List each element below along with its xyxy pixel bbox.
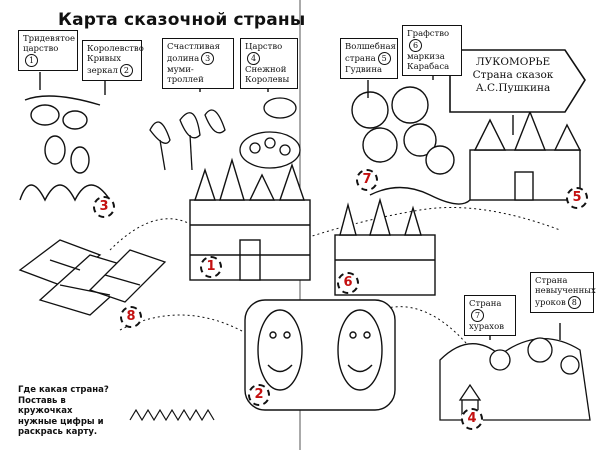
sign-line: Кривых bbox=[87, 54, 122, 64]
sign-khurakhov: Страна7 хурахов bbox=[464, 295, 516, 336]
marker-circle-8[interactable]: 8 bbox=[120, 306, 142, 328]
sign-snow-queen: Царство4 Снежной Королевы bbox=[240, 38, 298, 89]
sign-number: 8 bbox=[567, 296, 581, 309]
sign-line: Королевы bbox=[245, 75, 290, 85]
instruction-text: Где какая страна? Поставь в кружочках ну… bbox=[18, 385, 118, 438]
sign-line: муми-троллей bbox=[167, 65, 204, 85]
sign-line: долина bbox=[167, 54, 200, 64]
sign-number: 4 bbox=[247, 52, 260, 65]
page-title: Карта сказочной страны bbox=[58, 10, 306, 30]
sign-line: Страна bbox=[535, 276, 568, 286]
sign-number: 7 bbox=[471, 309, 484, 322]
sign-karabas: Графство6 маркиза Карабаса bbox=[402, 25, 462, 76]
sign-line: хурахов bbox=[469, 322, 505, 332]
leaf-plants bbox=[149, 109, 226, 171]
sign-number: 1 bbox=[25, 54, 38, 67]
sign-line: Снежной bbox=[245, 65, 287, 75]
serpent-path bbox=[369, 186, 471, 205]
sign-line: Счастливая bbox=[167, 42, 220, 52]
emerald-trees-art bbox=[351, 86, 455, 175]
instruction-line: Где какая страна? bbox=[18, 385, 109, 395]
sign-line: уроков bbox=[535, 298, 566, 308]
sign-line: Королевство bbox=[87, 44, 144, 54]
moomin-valley-art bbox=[19, 95, 111, 202]
sign-line: Страна bbox=[469, 299, 502, 309]
mirror-faces-art bbox=[244, 299, 396, 411]
lukomorye-title: ЛУКОМОРЬЕ bbox=[475, 56, 551, 68]
castle-karabas bbox=[334, 197, 436, 296]
sign-number: 3 bbox=[201, 52, 215, 65]
sign-line: Волшебная bbox=[345, 42, 396, 52]
sign-line: Тридевятое bbox=[23, 34, 76, 44]
sign-line: царство bbox=[23, 44, 59, 54]
sign-line: невыученных bbox=[535, 286, 596, 296]
marker-circle-3[interactable]: 3 bbox=[93, 196, 115, 218]
lukomorye-subtitle: Страна сказок bbox=[472, 69, 554, 81]
instruction-line: раскрась карту. bbox=[18, 427, 98, 437]
instruction-line: Поставь в кружочках bbox=[18, 395, 73, 417]
sign-number: 5 bbox=[377, 52, 391, 65]
sign-number: 2 bbox=[119, 64, 133, 77]
sign-line: маркиза bbox=[407, 52, 445, 62]
sign-tridevyatoe: Тридевятое царство1 bbox=[18, 30, 78, 71]
sign-number: 6 bbox=[409, 39, 422, 52]
instruction-line: нужные цифры и bbox=[18, 416, 104, 427]
marker-circle-4[interactable]: 4 bbox=[461, 408, 483, 430]
marker-circle-1[interactable]: 1 bbox=[200, 256, 222, 278]
marker-circle-7[interactable]: 7 bbox=[356, 169, 378, 191]
bushes bbox=[239, 97, 301, 169]
sign-line: зеркал bbox=[87, 66, 118, 76]
books-art bbox=[18, 239, 167, 316]
marker-circle-2[interactable]: 2 bbox=[248, 384, 270, 406]
lukomorye-author: А.С.Пушкина bbox=[475, 82, 551, 94]
sign-line: Карабаса bbox=[407, 62, 450, 72]
sign-lukomorye: ЛУКОМОРЬЕ Страна сказок А.С.Пушкина bbox=[456, 53, 570, 110]
sign-line: Гудвина bbox=[345, 65, 383, 75]
sign-line: Царство bbox=[245, 42, 283, 52]
snow-queen-art bbox=[439, 337, 591, 421]
grass-strip bbox=[129, 408, 215, 422]
castle-gudvin bbox=[469, 110, 582, 201]
sign-line: страна bbox=[345, 54, 376, 64]
sign-line: Графство bbox=[407, 29, 450, 39]
marker-circle-5[interactable]: 5 bbox=[566, 187, 588, 209]
marker-circle-6[interactable]: 6 bbox=[337, 272, 359, 294]
lukomorye-arrow bbox=[449, 49, 586, 113]
